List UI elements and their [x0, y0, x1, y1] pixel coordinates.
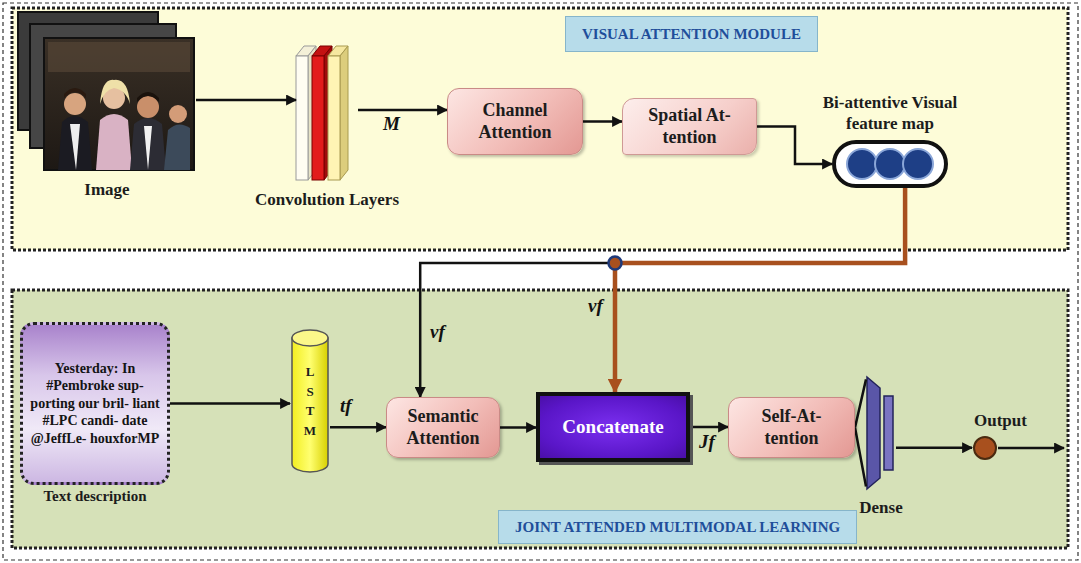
- node-text: JOINT ATTENDED MULTIMODAL LEARNING: [515, 518, 840, 536]
- dense-layer: Dense: [866, 376, 896, 490]
- edge-label: tf: [340, 396, 352, 417]
- output-arrow: [998, 447, 1064, 450]
- connector-arrow: [420, 188, 905, 397]
- attention-box: Self-At- tention: [728, 397, 855, 458]
- node-text: Spatial At- tention: [631, 105, 748, 148]
- connector-arrow: [330, 426, 386, 429]
- connector-arrow: [196, 99, 296, 102]
- node-text: Concatenate: [562, 416, 663, 439]
- module-title: JOINT ATTENDED MULTIMODAL LEARNING: [498, 510, 857, 544]
- node-heading: Text description: [43, 487, 146, 505]
- edge-label: Jf: [699, 432, 715, 453]
- output-symbol: [974, 437, 996, 459]
- module-title: VISUAL ATTENTION MODULE: [565, 16, 818, 52]
- connector-arrow: [690, 426, 728, 429]
- node-text: Self-At- tention: [737, 406, 846, 449]
- node-heading: Convolution Layers: [255, 190, 399, 210]
- convolution-layers: Convolution Layers: [296, 42, 358, 182]
- connector-arrow: [615, 188, 905, 392]
- visual-module-region: [12, 8, 1068, 250]
- dense-layer-symbol: [867, 377, 893, 489]
- attention-box: Spatial At- tention: [622, 98, 757, 155]
- node-text: VISUAL ATTENTION MODULE: [582, 25, 801, 43]
- attention-box: Channel Attention: [447, 88, 583, 155]
- junction-dot: [609, 257, 622, 270]
- joint-module-region: [12, 290, 1068, 548]
- node-text: Channel Attention: [456, 100, 574, 143]
- connector-arrow: [170, 402, 290, 405]
- connector-arrow: [583, 120, 622, 123]
- edge-label: vf: [588, 296, 603, 317]
- connector-arrow: [500, 426, 536, 429]
- image-input: Image: [18, 12, 196, 172]
- lstm-cell: LSTM: [290, 328, 330, 474]
- connector-arrow: [757, 127, 832, 164]
- connector-arrow: [896, 447, 972, 450]
- feature-map: Bi-attentive Visual feature map: [832, 140, 948, 188]
- attention-box: Semantic Attention: [386, 397, 500, 458]
- image-stack: [18, 12, 194, 170]
- node-heading: Bi-attentive Visual feature map: [805, 93, 975, 134]
- connector-arrow: [855, 379, 866, 486]
- feature-map-symbol: [834, 142, 946, 186]
- concatenate-box: Concatenate: [536, 392, 690, 462]
- lstm-cylinder: [292, 330, 328, 472]
- node-text: LSTM: [304, 362, 317, 440]
- connector-arrow: [358, 109, 447, 112]
- node-text: Semantic Attention: [395, 406, 491, 449]
- node-heading: Image: [84, 180, 129, 200]
- outer-frame: [3, 3, 1078, 560]
- node-heading: Dense: [859, 498, 902, 518]
- node-text: Yesterday: In #Pembroke sup- porting our…: [30, 360, 160, 448]
- edge-label: M: [383, 114, 400, 135]
- output-node: Output: [972, 435, 998, 461]
- node-heading: Output: [974, 411, 1027, 431]
- convolution-layers-symbol: [296, 46, 348, 180]
- edge-label: vf: [430, 322, 445, 343]
- text-description-box: Yesterday: In #Pembroke sup- porting our…: [20, 322, 170, 485]
